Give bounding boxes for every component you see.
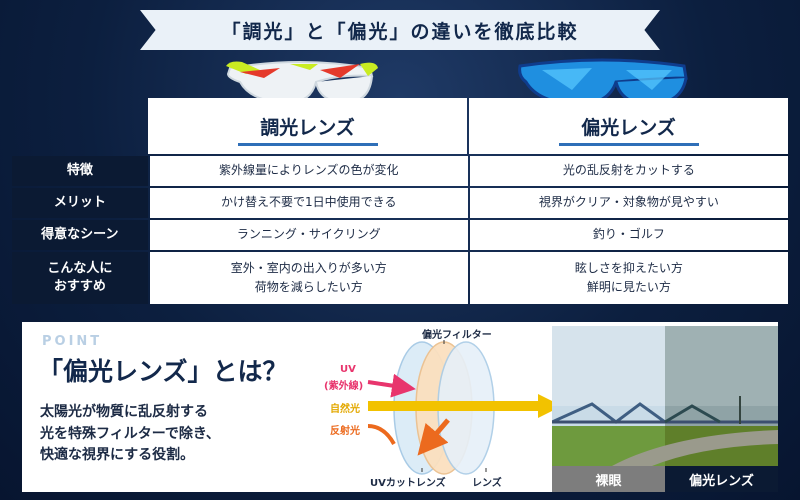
row-label: こんな人におすすめ — [12, 252, 148, 304]
point-body-line: 光を特殊フィルターで除き、 — [40, 425, 220, 442]
uvcut-lens-label: UVカットレンズ — [370, 478, 446, 489]
polarized-cell: 視界がクリア・対象物が見やすい — [469, 188, 789, 218]
comparison-photo: 裸眼 偏光レンズ — [552, 326, 778, 492]
uv-sub-label: (紫外線) — [324, 381, 364, 392]
polarized-caption: 偏光レンズ — [689, 473, 754, 489]
table-row: 特徴 紫外線量によりレンズの色が変化 光の乱反射をカットする — [12, 156, 789, 186]
lens-diagram-graphic — [367, 340, 562, 475]
polarized-cell: 光の乱反射をカットする — [469, 156, 789, 186]
point-tag: POINT — [42, 334, 103, 349]
polarized-cell: 眩しさを抑えたい方鮮明に見たい方 — [469, 252, 789, 304]
uv-label: UV — [340, 364, 356, 375]
photochromic-cell: 室外・室内の出入りが多い方荷物を減らしたい方 — [149, 252, 468, 304]
natural-light-label: 自然光 — [330, 404, 360, 415]
comparison-table: 調光レンズ 偏光レンズ 特徴 紫外線量によりレンズの色が変化 光の乱反射をカット… — [12, 98, 789, 304]
title-banner: 「調光」と「偏光」の違いを徹底比較 — [140, 10, 660, 50]
bridge-landscape-image — [552, 326, 778, 492]
header-polarized: 偏光レンズ — [469, 98, 788, 154]
polarization-diagram: 偏光フィルター UV (紫外線) 自然光 反射光 UVカットレンズ レンズ — [272, 322, 582, 492]
reflected-light-label: 反射光 — [330, 426, 360, 437]
point-body-line: 太陽光が物質に乱反射する — [40, 404, 208, 420]
filter-label: 偏光フィルター — [422, 330, 492, 341]
header-spacer — [12, 98, 148, 154]
header-photochromic: 調光レンズ — [148, 98, 467, 154]
table-row: こんな人におすすめ 室外・室内の出入りが多い方荷物を減らしたい方 眩しさを抑えた… — [12, 252, 789, 304]
photochromic-cell: かけ替え不要で1日中使用できる — [149, 188, 468, 218]
point-title: 「偏光レンズ」とは？ — [38, 357, 288, 386]
photochromic-glasses-image — [226, 61, 378, 104]
photochromic-cell: 紫外線量によりレンズの色が変化 — [149, 156, 468, 186]
table-row: メリット かけ替え不要で1日中使用できる 視界がクリア・対象物が見やすい — [12, 188, 789, 218]
photochromic-cell: ランニング・サイクリング — [149, 220, 468, 250]
table-row: 得意なシーン ランニング・サイクリング 釣り・ゴルフ — [12, 220, 789, 250]
page-title: 「調光」と「偏光」の違いを徹底比較 — [221, 20, 579, 43]
row-label: 得意なシーン — [12, 220, 148, 250]
row-label: メリット — [12, 188, 148, 218]
point-body-line: 快適な視界にする役割。 — [40, 447, 195, 464]
row-label: 特徴 — [12, 156, 148, 186]
naked-eye-caption: 裸眼 — [595, 473, 622, 489]
lens-label: レンズ — [472, 478, 502, 489]
point-body: 太陽光が物質に乱反射する 光を特殊フィルターで除き、 快適な視界にする役割。 — [40, 402, 300, 467]
polarized-cell: 釣り・ゴルフ — [469, 220, 789, 250]
point-panel: POINT 「偏光レンズ」とは？ 太陽光が物質に乱反射する 光を特殊フィルターで… — [22, 322, 778, 492]
table-header-row: 調光レンズ 偏光レンズ — [12, 98, 788, 154]
